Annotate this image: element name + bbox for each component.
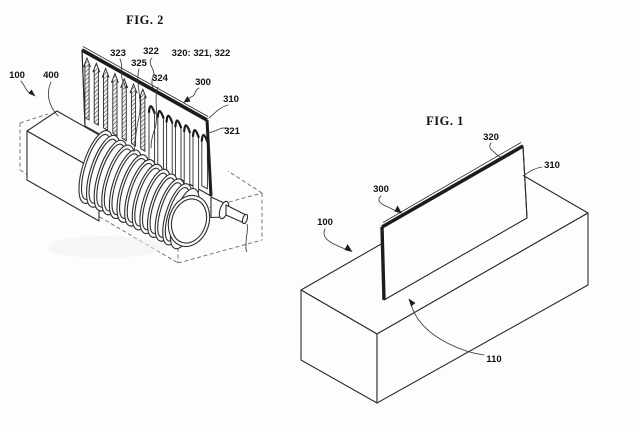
fig2-ref-322: 322 (143, 46, 159, 57)
fig1-ref-320: 320 (483, 132, 499, 143)
fig2-blade-plate (81, 46, 212, 197)
fig2-ref-323: 323 (110, 48, 126, 59)
fig2-title: FIG. 2 (126, 13, 164, 27)
fig2-plain-blades (147, 105, 209, 194)
fig1-ref-300: 300 (373, 184, 389, 195)
fig1-ref-110: 110 (486, 354, 501, 365)
fig2-ref-325: 325 (131, 58, 148, 69)
fig1-plate (380, 142, 528, 301)
fig2-hatched-blades (83, 56, 147, 152)
fig2-ref-324: 324 (152, 73, 169, 84)
fig2-ref-300: 300 (195, 77, 211, 88)
fig2-ref-group-320: 320: 321, 322 (172, 48, 231, 59)
fig2-ref-400: 400 (43, 70, 59, 81)
fig1-title: FIG. 1 (426, 114, 464, 128)
fig2-leader-lines (20, 57, 230, 153)
fig2-drawing: FIG. 2 100 400 323 322 325 324 320: 321,… (9, 13, 263, 264)
fig1-drawing: FIG. 1 320 310 300 100 110 (300, 114, 589, 404)
fig2-ref-310: 310 (223, 94, 239, 105)
fig2-roller (78, 130, 211, 250)
fig1-leader-lines (323, 142, 543, 356)
fig2-shaft (210, 196, 249, 253)
fig1-ref-310: 310 (544, 160, 560, 171)
fig1-ref-100: 100 (317, 217, 333, 228)
fig2-ref-100: 100 (9, 70, 25, 81)
fig2-ref-321: 321 (224, 126, 241, 137)
